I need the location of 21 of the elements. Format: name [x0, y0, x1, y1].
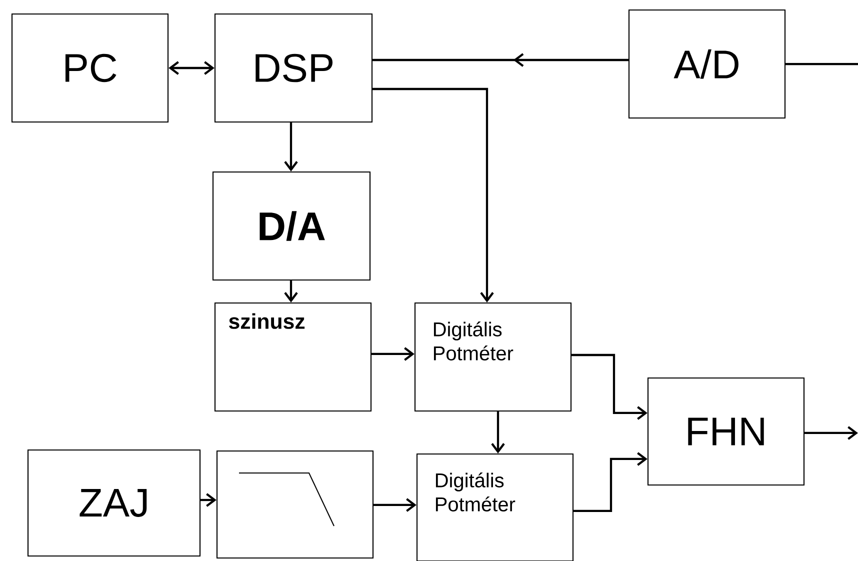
arrow	[284, 122, 298, 172]
block-box: DSP	[214, 13, 373, 123]
arrow	[572, 354, 648, 420]
block-box: A/D	[628, 9, 786, 119]
potentiometer-box: Digitális Potméter	[416, 453, 574, 561]
block-box: FHN	[647, 377, 805, 486]
arrow	[372, 347, 414, 361]
block-box: D/A	[212, 171, 371, 281]
arrow	[372, 88, 494, 302]
block-box: PC	[11, 13, 169, 123]
arrow	[804, 426, 858, 440]
block-box: ZAJ	[27, 449, 201, 557]
arrow	[491, 412, 505, 454]
arrow	[200, 493, 216, 507]
potentiometer-box: Digitális Potméter	[414, 302, 572, 412]
filter-box	[216, 450, 374, 559]
arrow	[574, 452, 648, 512]
block-box: szinusz	[214, 302, 372, 412]
arrow	[374, 498, 416, 512]
arrow	[284, 280, 298, 302]
arrow	[168, 61, 214, 75]
